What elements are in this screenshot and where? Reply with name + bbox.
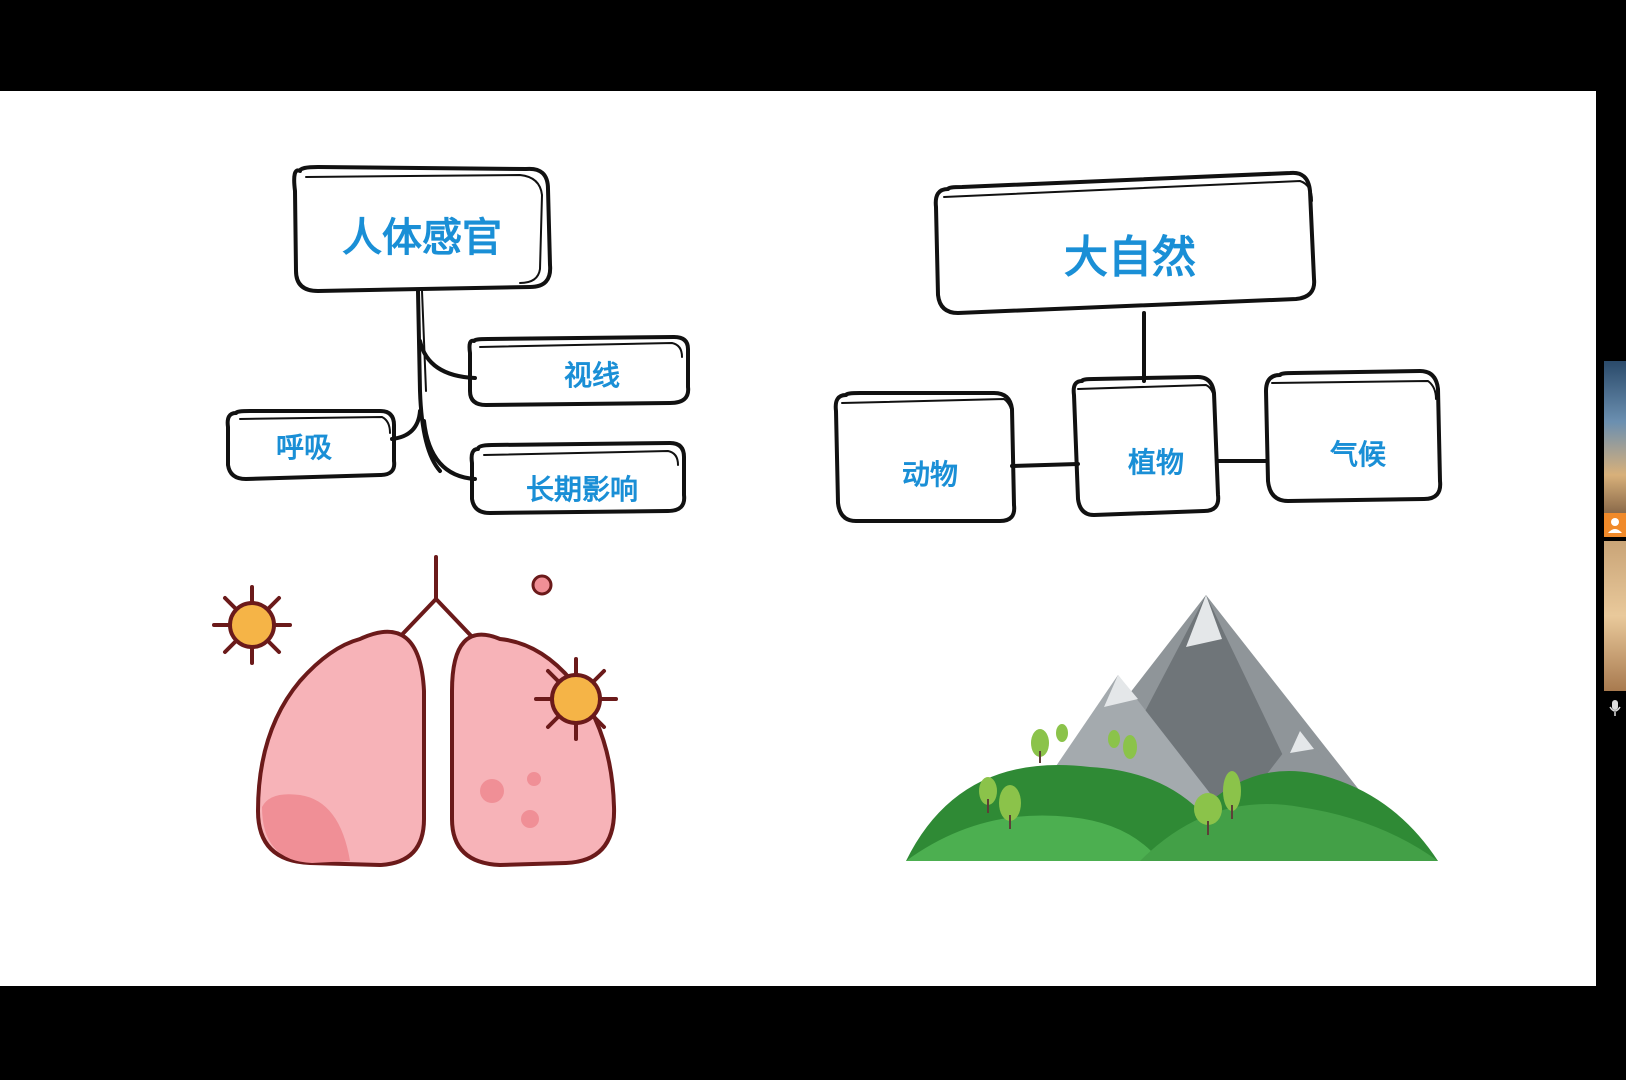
lungs-illustration bbox=[214, 557, 616, 865]
connector-sight bbox=[420, 341, 475, 378]
child-label-sight: 视线 bbox=[564, 354, 620, 394]
root-label-human-senses: 人体感官 bbox=[342, 205, 502, 263]
participant-video-2[interactable] bbox=[1604, 541, 1626, 691]
connector-longterm bbox=[424, 421, 475, 479]
virus-right bbox=[536, 659, 616, 739]
microphone-icon[interactable] bbox=[1609, 699, 1621, 717]
participant-video-1[interactable] bbox=[1604, 361, 1626, 513]
virus-dot bbox=[533, 576, 551, 594]
mountain-illustration bbox=[906, 595, 1438, 861]
connector-animals-plants bbox=[1012, 464, 1078, 466]
slide-drawing bbox=[0, 91, 1596, 986]
child-label-climate: 气候 bbox=[1330, 433, 1386, 473]
trachea bbox=[394, 557, 476, 643]
connector-breath bbox=[392, 411, 420, 439]
participant-panel[interactable] bbox=[1604, 361, 1626, 721]
child-label-plants: 植物 bbox=[1128, 441, 1184, 481]
presentation-slide: 人体感官 视线 呼吸 长期影响 大自然 动物 植物 气候 bbox=[0, 91, 1596, 986]
child-label-animals: 动物 bbox=[902, 453, 958, 493]
root-label-nature: 大自然 bbox=[1064, 221, 1196, 285]
virus-left bbox=[214, 587, 290, 663]
person-icon bbox=[1604, 513, 1626, 537]
right-lung bbox=[452, 635, 614, 865]
child-label-longterm: 长期影响 bbox=[526, 468, 638, 508]
child-label-breath: 呼吸 bbox=[276, 426, 332, 466]
